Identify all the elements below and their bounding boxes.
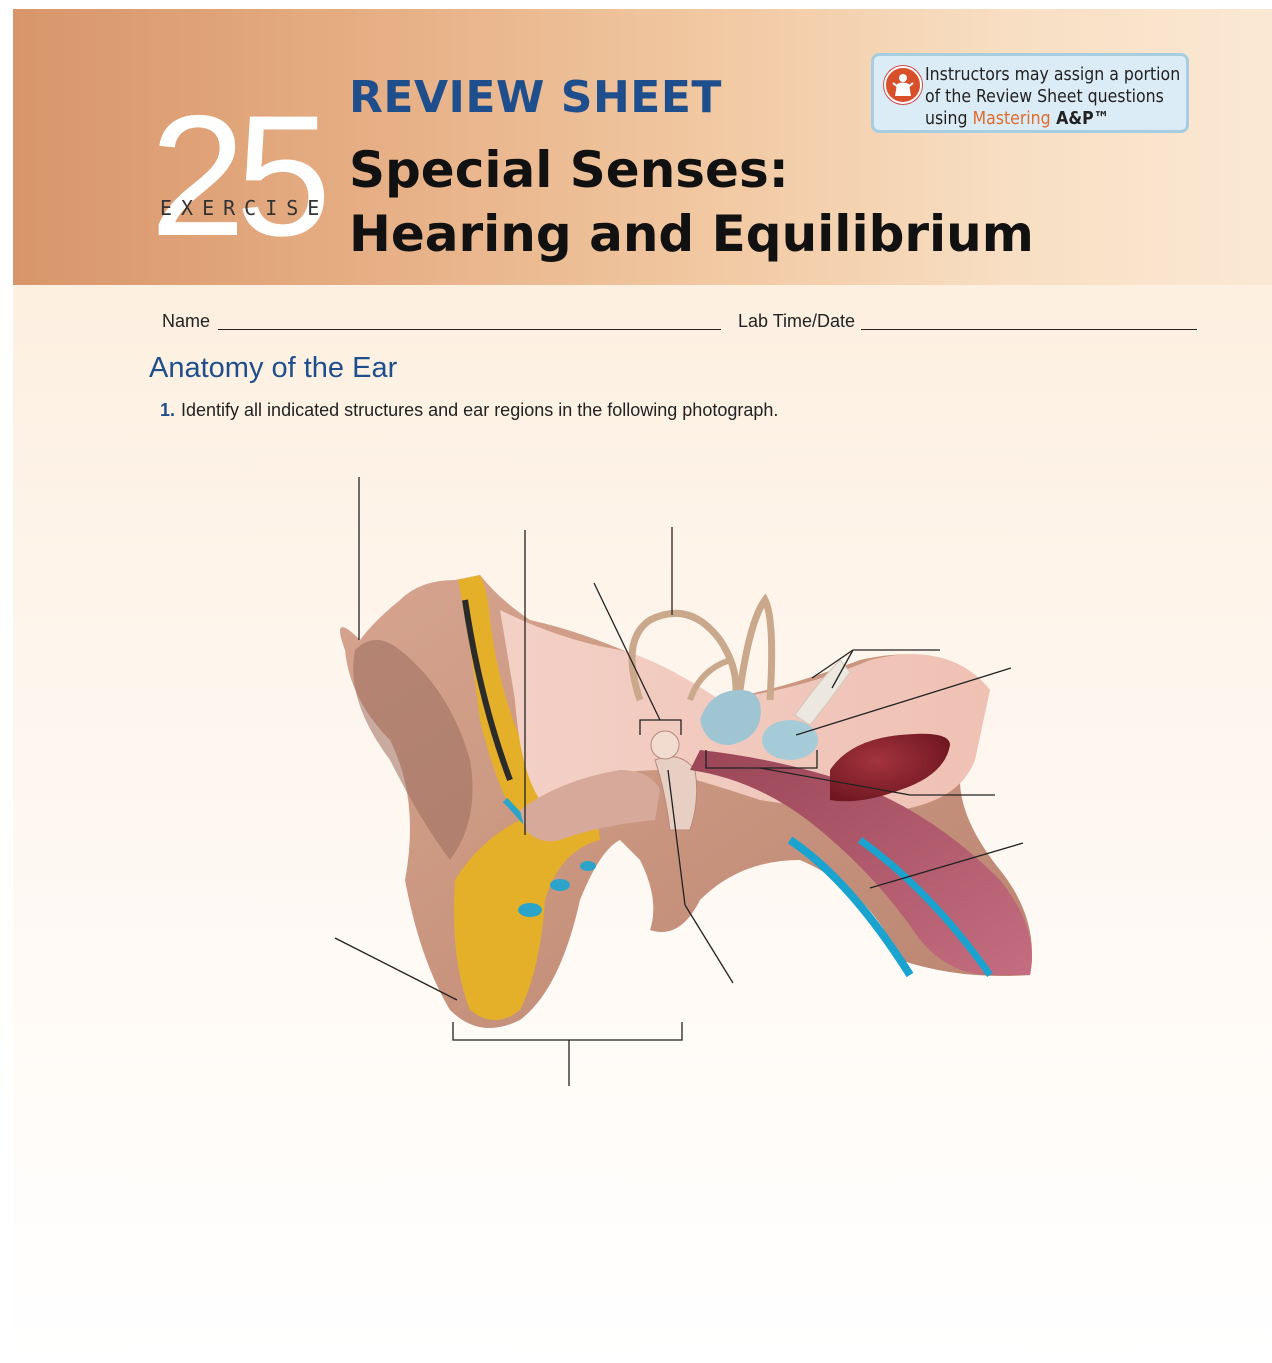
vestibule bbox=[700, 690, 761, 745]
exercise-label: EXERCISE bbox=[160, 196, 329, 220]
exercise-number: 25 bbox=[150, 80, 331, 272]
concha bbox=[353, 640, 473, 860]
leader-line bbox=[795, 667, 1012, 736]
internal-carotid-vessel bbox=[830, 733, 950, 802]
leader-line bbox=[334, 937, 458, 1001]
mastering-brand: Mastering bbox=[972, 109, 1051, 129]
leader-line bbox=[593, 582, 661, 721]
leader-line bbox=[759, 767, 911, 796]
page-title: Special Senses: Hearing and Equilibrium bbox=[349, 138, 1034, 266]
ap-brand: A&P™ bbox=[1050, 109, 1110, 129]
cochlea bbox=[762, 720, 818, 760]
question-number: 1. bbox=[160, 400, 176, 420]
leader-line bbox=[869, 842, 1024, 889]
labtime-field[interactable] bbox=[861, 329, 1197, 330]
name-field[interactable] bbox=[218, 329, 721, 330]
review-sheet-title: REVIEW SHEET bbox=[349, 72, 722, 123]
title-line-2: Hearing and Equilibrium bbox=[349, 205, 1034, 263]
question-1: 1.Identify all indicated structures and … bbox=[160, 400, 778, 421]
ossicles bbox=[650, 730, 680, 760]
instructor-icon bbox=[884, 66, 922, 104]
question-text: Identify all indicated structures and ea… bbox=[181, 400, 779, 420]
inner-ear-bracket bbox=[705, 750, 818, 769]
vestibulocochlear-nerve bbox=[794, 659, 851, 726]
auricle-cartilage bbox=[454, 575, 600, 1020]
instructor-note: Instructors may assign a portion of the … bbox=[871, 53, 1189, 133]
leader-line bbox=[684, 904, 734, 984]
semicircular-canals bbox=[628, 609, 740, 702]
name-label: Name bbox=[162, 311, 211, 331]
leader-line bbox=[667, 769, 686, 906]
section-heading: Anatomy of the Ear bbox=[149, 352, 398, 384]
external-auditory-canal bbox=[520, 770, 660, 842]
leader-line bbox=[811, 649, 854, 679]
tympanic-membrane bbox=[654, 756, 698, 831]
leader-line bbox=[831, 649, 854, 689]
title-line-1: Special Senses: bbox=[349, 141, 789, 199]
external-ear-bracket bbox=[452, 1022, 683, 1041]
ossicles-bracket bbox=[639, 719, 682, 735]
labtime-label: Lab Time/Date bbox=[738, 311, 856, 331]
instructor-note-text: Instructors may assign a portion of the … bbox=[925, 65, 1181, 129]
